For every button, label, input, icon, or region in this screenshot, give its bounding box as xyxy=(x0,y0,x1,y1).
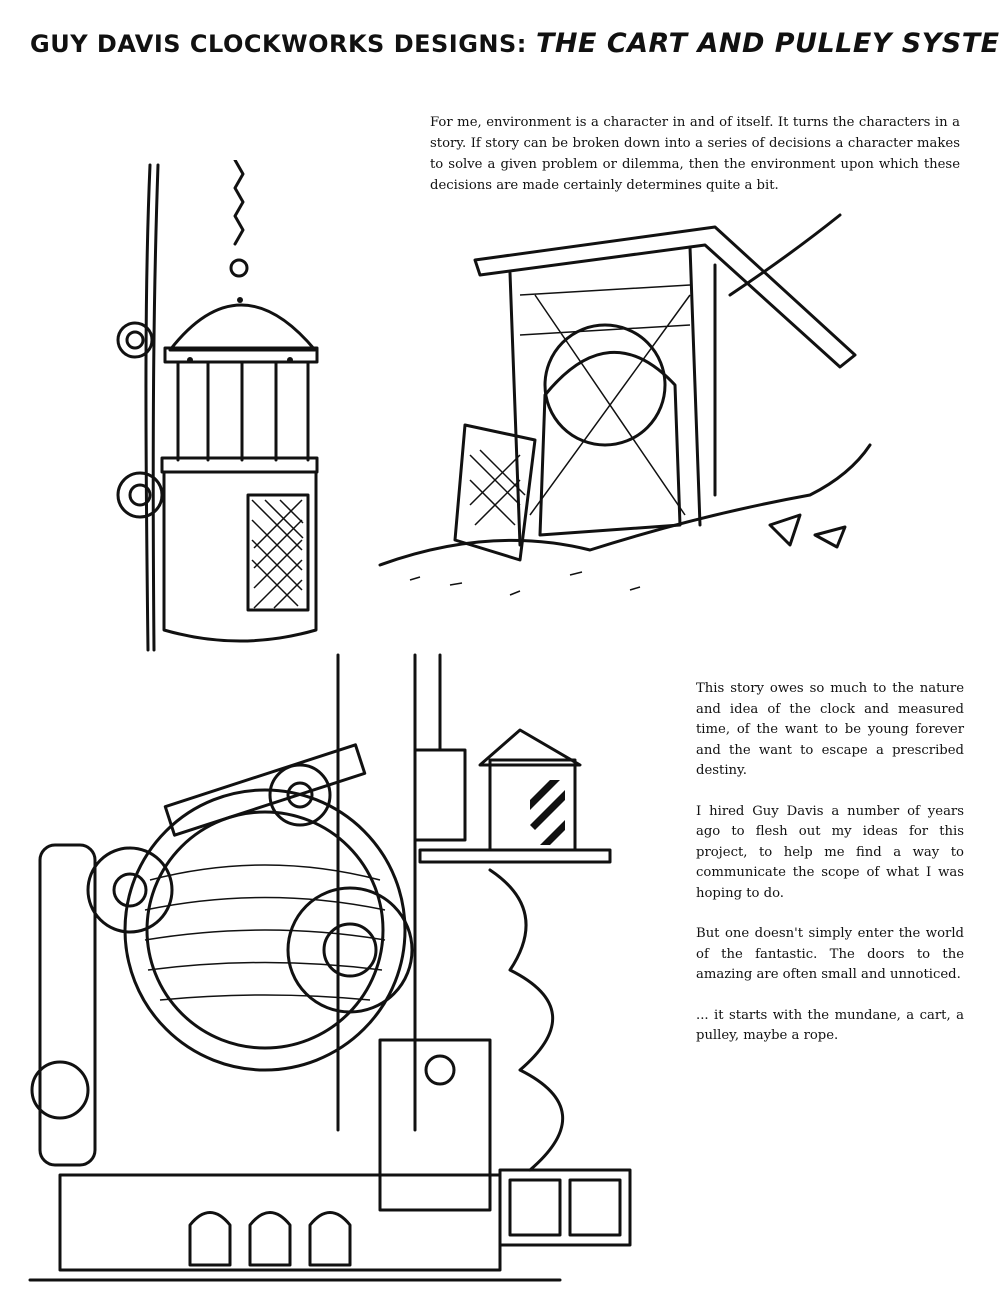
hanging-cart-illustration xyxy=(116,160,319,652)
buried-cart-illustration xyxy=(378,213,872,596)
page-title: Guy Davis Clockworks Designs: The Cart a… xyxy=(30,28,1000,78)
side-paragraph-3: But one doesn't simply enter the world o… xyxy=(696,926,964,982)
pulley-machine-illustration xyxy=(28,653,632,1282)
title-lead: Guy Davis Clockworks Designs: xyxy=(30,30,527,58)
intro-paragraph: For me, environment is a character in an… xyxy=(430,115,960,193)
side-paragraph-1: This story owes so much to the nature an… xyxy=(696,681,964,778)
title-main: The Cart and Pulley System xyxy=(535,28,1000,59)
side-paragraph-4: ... it starts with the mundane, a cart, … xyxy=(696,1007,964,1044)
side-paragraph-2: I hired Guy Davis a number of years ago … xyxy=(696,803,964,901)
side-text: This story owes so much to the nature an… xyxy=(696,679,964,1067)
